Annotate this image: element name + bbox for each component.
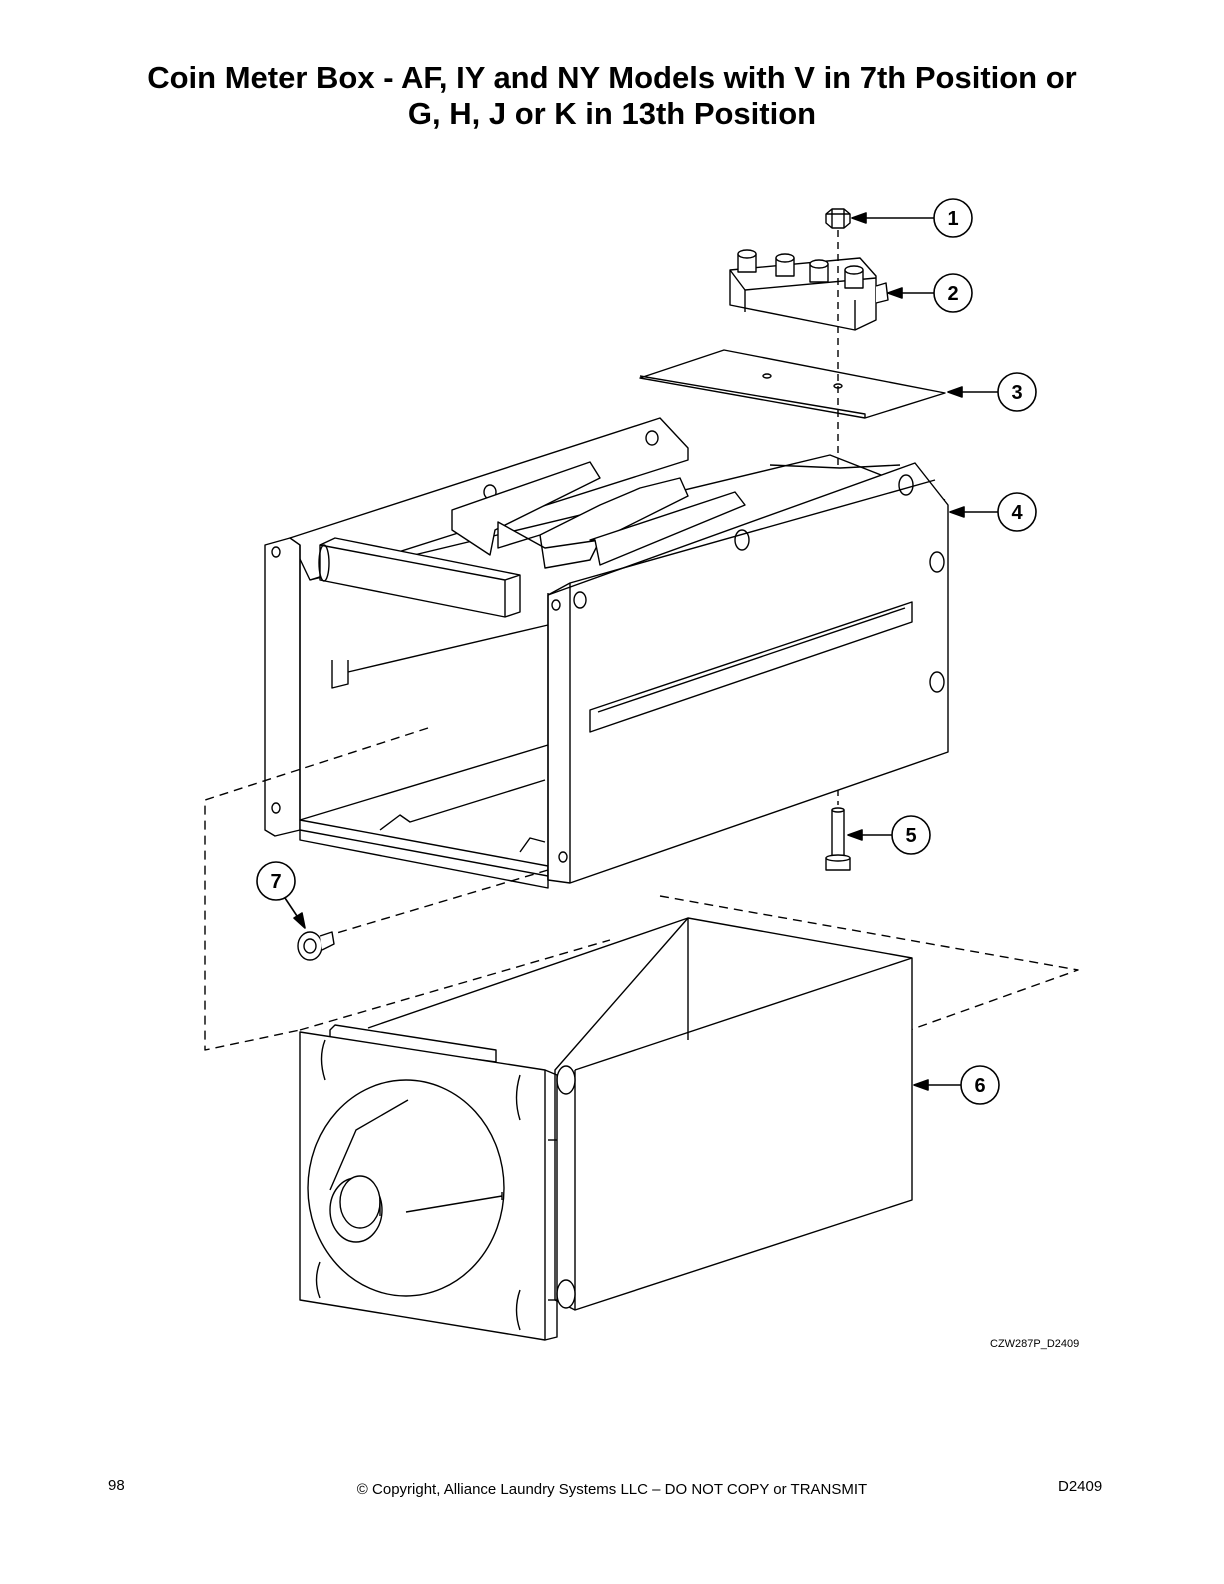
callout-number-5: 5 [905,825,916,847]
callout-number-1: 1 [947,208,958,230]
callout-numbers: 1 2 3 4 5 6 7 [270,208,1023,1097]
callout-6 [913,1065,1000,1105]
page-number: 98 [108,1477,125,1494]
callout-5 [847,815,931,855]
title-line-2: G, H, J or K in 13th Position [407,96,817,131]
callout-number-7: 7 [270,871,281,893]
part-5-screw [825,790,851,871]
callout-number-3: 3 [1011,382,1022,404]
part-3-plate [639,349,946,419]
page-title: Coin Meter Box - AF, IY and NY Models wi… [0,60,1224,132]
callout-number-2: 2 [947,283,958,305]
title-line-1: Coin Meter Box - AF, IY and NY Models wi… [147,60,1077,95]
vault-placement-outline [204,727,1079,1051]
callout-7 [256,861,306,929]
callout-markers [256,198,1037,1105]
part-2-terminal-block [729,249,889,331]
drawing-reference: CZW287P_D2409 [990,1338,1080,1350]
callout-1 [851,198,973,238]
copyright-notice: © Copyright, Alliance Laundry Systems LL… [356,1481,868,1498]
part-6-coin-vault [299,917,913,1341]
callout-number-4: 4 [1011,502,1023,524]
callout-3 [947,372,1037,412]
callout-number-6: 6 [974,1075,985,1097]
document-code: D2409 [1058,1478,1103,1495]
terminal-posts [737,249,864,289]
part-4-housing [264,417,949,889]
part-1-nut [825,208,851,229]
callout-4 [949,492,1037,532]
part-7-screw [297,931,335,961]
callout-2 [887,273,973,313]
